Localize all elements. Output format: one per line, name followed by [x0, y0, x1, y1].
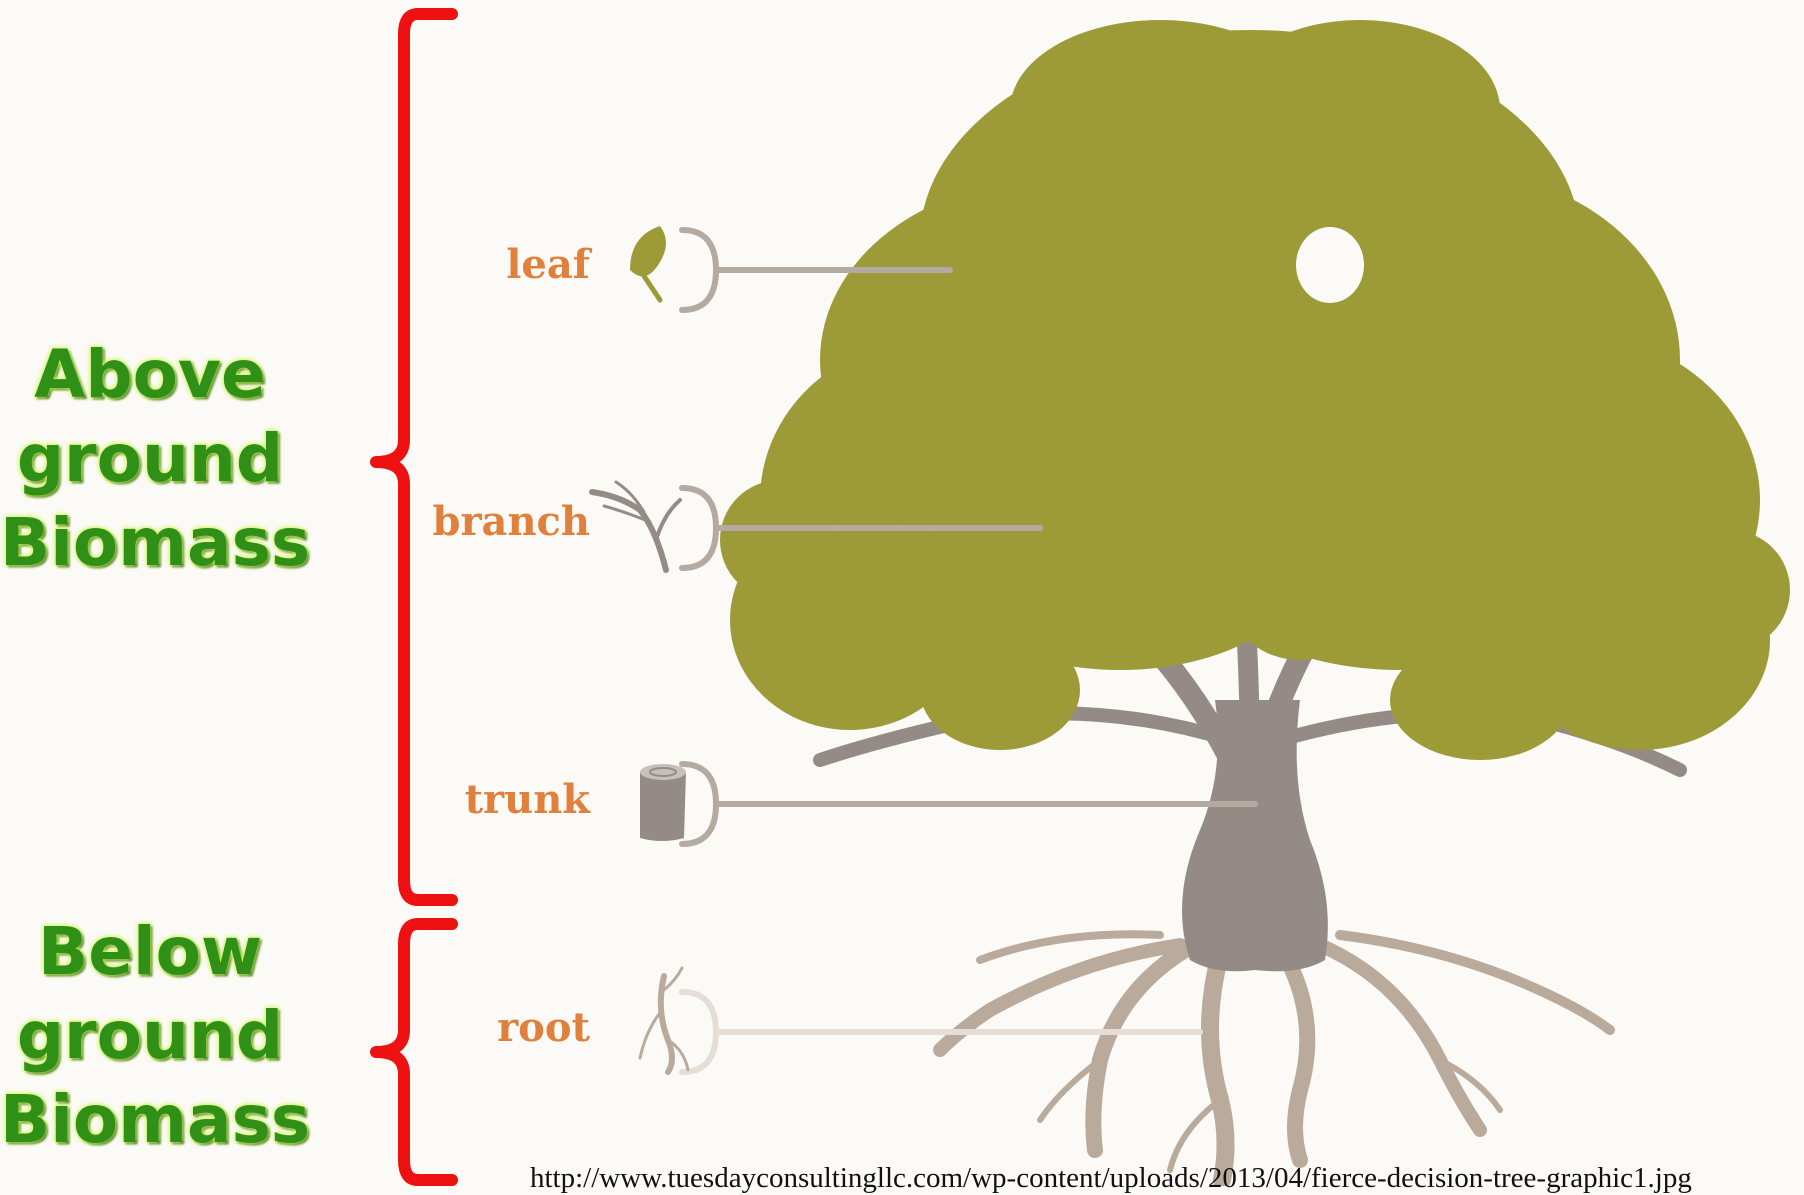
trunk-label: trunk	[390, 776, 590, 823]
trunk-bracket	[682, 764, 716, 844]
root-bracket	[682, 992, 716, 1072]
below-ground-label: Below ground Biomass	[0, 910, 300, 1162]
trunk-icon	[640, 764, 686, 841]
root-label: root	[390, 1004, 590, 1051]
leaf-label: leaf	[390, 241, 590, 288]
below-ground-line-1: Below	[0, 910, 300, 994]
tree-illustration	[720, 20, 1790, 1180]
tree-trunk	[1182, 700, 1328, 971]
leaf-bracket	[682, 230, 716, 310]
branch-icon	[592, 482, 680, 570]
above-ground-brace	[376, 14, 452, 900]
branch-label: branch	[390, 498, 590, 545]
above-ground-label: Above ground Biomass	[0, 333, 300, 585]
root-icon	[640, 968, 688, 1072]
source-url: http://www.tuesdayconsultingllc.com/wp-c…	[530, 1162, 1692, 1195]
above-ground-line-2: ground	[0, 417, 300, 501]
branch-bracket	[682, 488, 716, 568]
above-ground-line-1: Above	[0, 333, 300, 417]
below-ground-brace	[376, 924, 452, 1180]
leaf-icon	[630, 226, 666, 300]
below-ground-line-3: Biomass	[0, 1078, 300, 1162]
canopy-gap	[1296, 227, 1364, 303]
above-ground-line-3: Biomass	[0, 501, 300, 585]
below-ground-line-2: ground	[0, 994, 300, 1078]
